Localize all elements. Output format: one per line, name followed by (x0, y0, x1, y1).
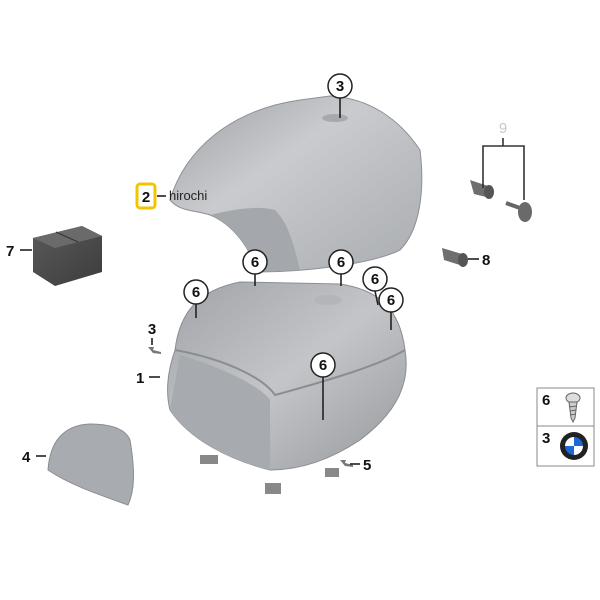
callout-5[interactable]: 5 (363, 457, 371, 474)
screw-5 (340, 460, 353, 467)
callout-7[interactable]: 7 (6, 243, 14, 260)
emblem-recess (322, 114, 348, 122)
callout-6[interactable]: 6 (319, 357, 327, 374)
callout-6[interactable]: 6 (387, 292, 395, 309)
callout-4-pad[interactable]: 4 (22, 449, 31, 466)
legend-number-3: 3 (542, 430, 550, 447)
lock-cylinder (470, 180, 494, 199)
callout-6[interactable]: 6 (371, 271, 379, 288)
legend-box: 6 3 (536, 387, 595, 467)
case-foot (200, 455, 218, 464)
callout-lines (20, 98, 525, 465)
legend-number-6: 6 (542, 392, 550, 409)
callout-9[interactable]: 9 (499, 120, 507, 137)
watermark-text: hirochi (169, 188, 207, 203)
case-foot (325, 468, 339, 477)
callout-1-case[interactable]: 1 (136, 370, 144, 387)
top-case-body (167, 281, 407, 494)
top-case-lid (169, 95, 423, 273)
callout-8[interactable]: 8 (482, 252, 490, 269)
lock-cylinder-8 (442, 248, 468, 267)
callout-3-screw[interactable]: 3 (148, 321, 156, 338)
callout-6[interactable]: 6 (337, 254, 345, 271)
bmw-emblem-icon (560, 432, 588, 460)
storage-box (33, 226, 102, 286)
callout-2-lid[interactable]: 2 (142, 189, 150, 206)
screw-3 (148, 347, 161, 354)
callout-circles (183, 73, 404, 378)
callout-3-emblem[interactable]: 3 (336, 78, 344, 95)
highlight-box (135, 182, 157, 210)
backrest-pad (47, 423, 135, 506)
callout-6[interactable]: 6 (192, 284, 200, 301)
key (505, 201, 532, 222)
case-foot (265, 483, 281, 494)
callout-6[interactable]: 6 (251, 254, 259, 271)
screw-icon (565, 392, 581, 424)
